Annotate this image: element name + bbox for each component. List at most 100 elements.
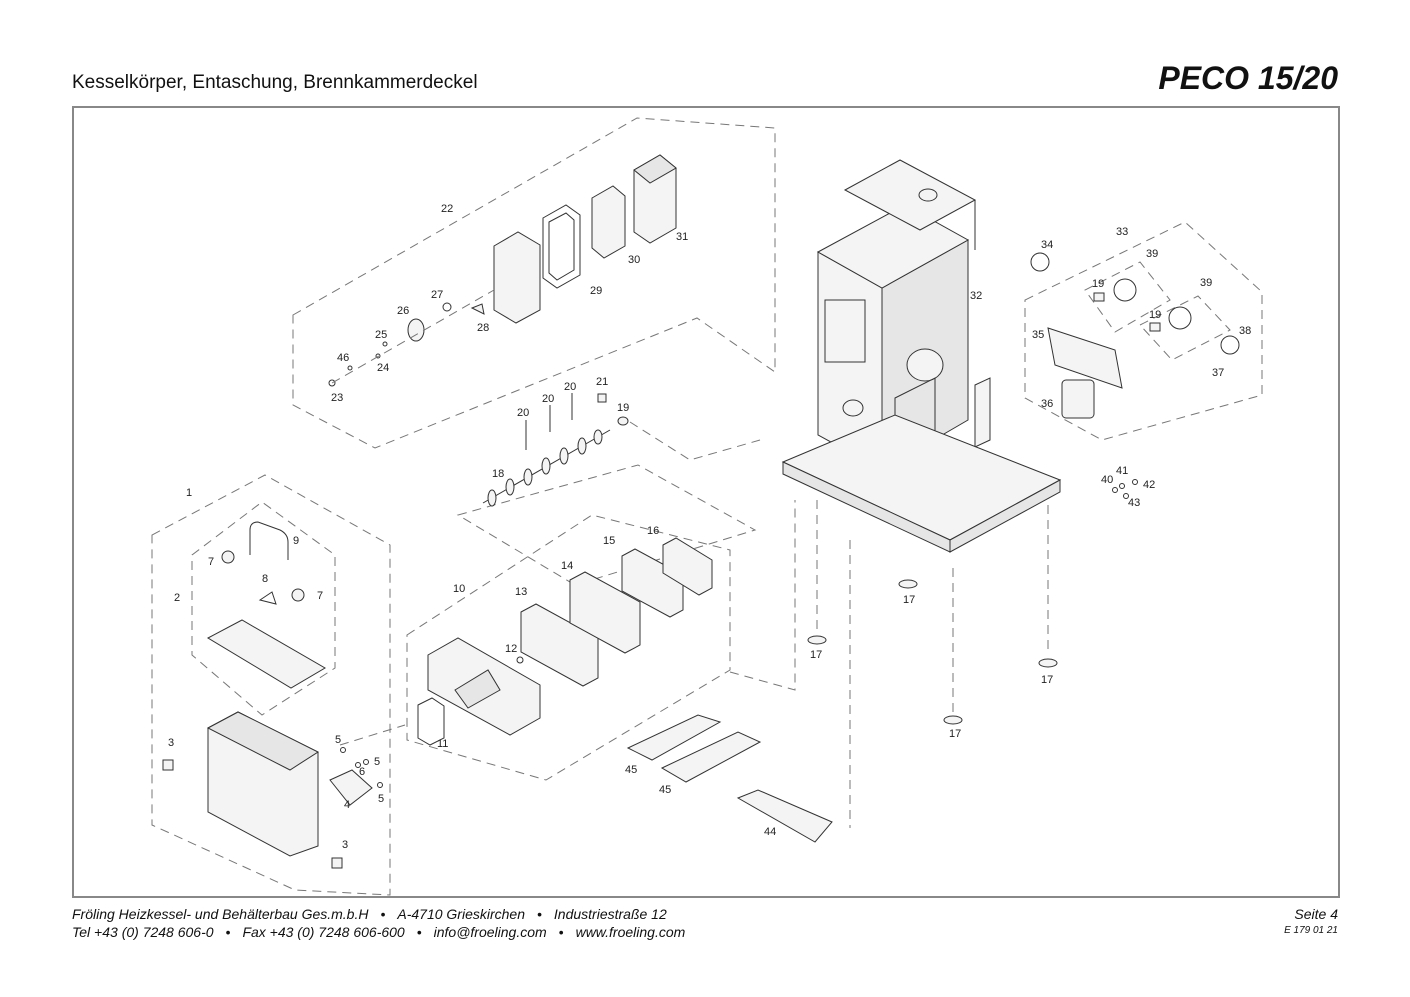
- callout-27: 27: [431, 289, 443, 301]
- footer-company: Fröling Heizkessel- und Behälterbau Ges.…: [72, 906, 369, 922]
- part-3-clip-a: [162, 759, 174, 771]
- callout-23: 23: [331, 392, 343, 404]
- callout-11: 11: [437, 738, 448, 750]
- part-7-latch-b: [291, 588, 305, 602]
- callout-10: 10: [453, 583, 465, 595]
- part-34-sprocket: [1030, 252, 1050, 272]
- part-42-screw: [1132, 479, 1138, 485]
- part-29-seal-frame: [542, 204, 581, 289]
- callout-29: 29: [590, 285, 602, 297]
- callout-19b: 19: [1092, 278, 1104, 290]
- part-18-auger: [482, 429, 611, 507]
- callout-37: 37: [1212, 367, 1224, 379]
- callout-21: 21: [596, 376, 608, 388]
- callout-19a: 19: [617, 402, 629, 414]
- part-40-washer: [1112, 487, 1118, 493]
- leader-line-19: [629, 421, 761, 461]
- callout-30: 30: [628, 254, 640, 266]
- callout-14: 14: [561, 560, 573, 572]
- callout-19c: 19: [1149, 309, 1161, 321]
- part-45-tray-a: [626, 714, 722, 761]
- callout-34: 34: [1041, 239, 1053, 251]
- part-24-pin: [375, 353, 381, 359]
- group-outline-2: [191, 501, 336, 716]
- page-title: Kesselkörper, Entaschung, Brennkammerdec…: [72, 72, 478, 93]
- part-38-sprocket: [1220, 335, 1240, 355]
- part-39-sprocket-b: [1168, 306, 1192, 330]
- callout-39a: 39: [1146, 248, 1158, 260]
- part-5-screw-b: [363, 759, 369, 765]
- callout-45a: 45: [625, 764, 637, 776]
- callout-25: 25: [375, 329, 387, 341]
- callout-44: 44: [764, 826, 776, 838]
- part-14-plate: [569, 571, 641, 654]
- callout-17b: 17: [903, 594, 915, 606]
- part-30-plate: [591, 185, 626, 259]
- callout-1: 1: [186, 487, 192, 499]
- callout-38: 38: [1239, 325, 1251, 337]
- part-25-pin: [382, 341, 388, 347]
- callout-17a: 17: [810, 649, 822, 661]
- part-4-cover: [329, 769, 373, 806]
- callout-4: 4: [344, 799, 350, 811]
- group-outline-33: [1024, 221, 1263, 441]
- callout-9: 9: [293, 535, 299, 547]
- part-28-wedge: [470, 303, 485, 315]
- footer-tel: Tel +43 (0) 7248 606-0: [72, 924, 214, 940]
- footer-web: www.froeling.com: [575, 924, 686, 940]
- part-13-block: [520, 603, 599, 687]
- page-number: Seite 4: [1294, 906, 1338, 922]
- part-39-sprocket-a: [1113, 278, 1137, 302]
- group-outline-18: [456, 464, 757, 586]
- model-name: PECO 15/20: [1158, 60, 1338, 96]
- callout-5a: 5: [335, 734, 341, 746]
- part-11-flange: [417, 697, 445, 746]
- callout-17d: 17: [949, 728, 961, 740]
- part-3-clip-b: [331, 857, 343, 869]
- callout-28: 28: [477, 322, 489, 334]
- footer-email: info@froeling.com: [433, 924, 547, 940]
- part-5-screw-c: [377, 782, 383, 788]
- part-46-pin: [347, 365, 353, 371]
- part-17-foot-c: [1038, 658, 1058, 668]
- part-17-foot-a: [807, 635, 827, 645]
- leader-line-5: [339, 724, 406, 746]
- callout-8: 8: [262, 573, 268, 585]
- callout-12: 12: [505, 643, 517, 655]
- callout-6: 6: [359, 766, 365, 778]
- footer-street: Industriestraße 12: [553, 906, 667, 922]
- part-35-bracket: [1047, 327, 1123, 389]
- callout-7b: 7: [317, 590, 323, 602]
- callout-20a: 20: [517, 407, 529, 419]
- footer-city: A-4710 Grieskirchen: [397, 906, 525, 922]
- part-32-boiler-body: [816, 159, 991, 471]
- callout-26: 26: [397, 305, 409, 317]
- part-19-bushing-a: [1093, 292, 1105, 302]
- callout-39b: 39: [1200, 277, 1212, 289]
- callout-42: 42: [1143, 479, 1155, 491]
- group-outline-1: [151, 474, 391, 896]
- group-outline-10: [406, 514, 731, 781]
- callout-40: 40: [1101, 474, 1113, 486]
- callout-32: 32: [970, 290, 982, 302]
- callout-5c: 5: [378, 793, 384, 805]
- part-2-lid-plate: [206, 619, 326, 689]
- callout-46: 46: [337, 352, 349, 364]
- callout-3a: 3: [168, 737, 174, 749]
- callout-41: 41: [1116, 465, 1128, 477]
- footer-fax: Fax +43 (0) 7248 606-600: [242, 924, 405, 940]
- part-43-nut: [1123, 493, 1129, 499]
- part-32-base-frame: [781, 414, 1062, 553]
- drawing-frame: [72, 106, 1340, 898]
- footer-line-1: Fröling Heizkessel- und Behälterbau Ges.…: [72, 906, 667, 922]
- document-number: E 179 01 21: [1284, 925, 1338, 936]
- callout-16: 16: [647, 525, 659, 537]
- part-12-screw: [516, 656, 524, 664]
- callout-20c: 20: [564, 381, 576, 393]
- part-17-foot-b: [898, 579, 918, 589]
- footer-page-info: Seite 4 E 179 01 21: [1284, 905, 1338, 939]
- group-outline-39a: [1084, 261, 1171, 333]
- callout-3b: 3: [342, 839, 348, 851]
- part-36-motor: [1061, 379, 1095, 419]
